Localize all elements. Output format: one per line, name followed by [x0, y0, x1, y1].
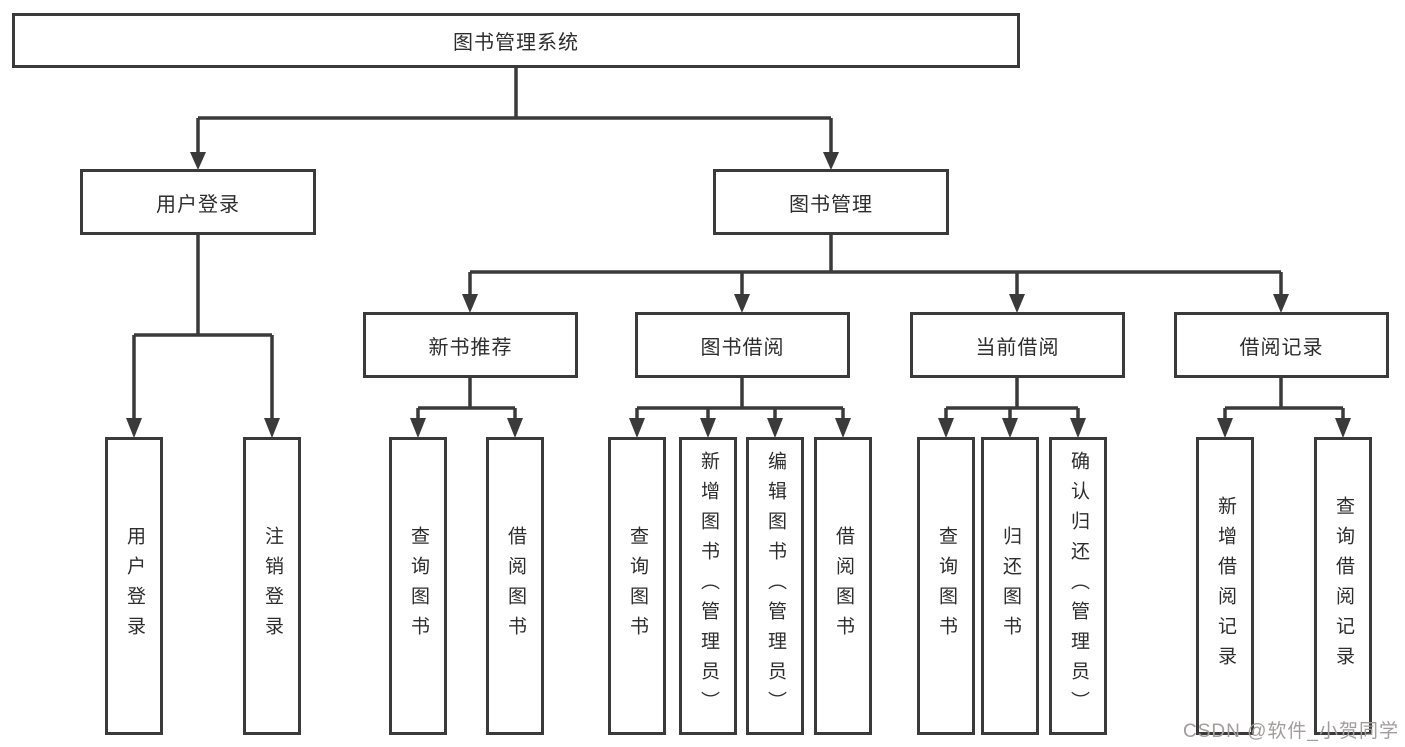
connector-borrow-records-children — [1217, 378, 1351, 438]
node-leaf-edit-books-admin-label: 编辑图书（管理员） — [764, 451, 786, 721]
node-user-login: 用户登录 — [80, 169, 316, 235]
node-leaf-query-books-borrow: 查询图书 — [608, 437, 666, 735]
connector-book-borrow-children — [629, 378, 851, 438]
node-leaf-logout: 注销登录 — [243, 437, 301, 735]
node-borrow-records-label: 借阅记录 — [1239, 336, 1324, 359]
node-user-login-label: 用户登录 — [156, 193, 240, 216]
node-current-borrow: 当前借阅 — [910, 312, 1125, 378]
connector-root-to-level2 — [190, 68, 839, 170]
connector-user-login-children — [126, 235, 280, 438]
node-leaf-add-books-admin: 新增图书（管理员） — [679, 437, 737, 735]
connector-current-borrow-children — [938, 378, 1086, 438]
node-leaf-return-books: 归还图书 — [981, 437, 1039, 735]
node-leaf-logout-label: 注销登录 — [261, 526, 283, 646]
node-leaf-user-login: 用户登录 — [105, 437, 163, 735]
connector-new-book-children — [410, 378, 523, 438]
node-leaf-query-books-recommend-label: 查询图书 — [407, 526, 429, 646]
node-leaf-query-books-current: 查询图书 — [917, 437, 975, 735]
node-new-book-recommend-label: 新书推荐 — [428, 336, 513, 359]
node-leaf-query-books-borrow-label: 查询图书 — [626, 526, 648, 646]
node-borrow-records: 借阅记录 — [1174, 312, 1389, 378]
node-book-management-label: 图书管理 — [789, 193, 873, 216]
node-leaf-borrow-books-recommend-label: 借阅图书 — [504, 526, 526, 646]
node-leaf-query-books-recommend: 查询图书 — [389, 437, 447, 735]
node-library-system-label: 图书管理系统 — [453, 32, 579, 54]
node-leaf-query-books-current-label: 查询图书 — [935, 526, 957, 646]
node-leaf-add-books-admin-label: 新增图书（管理员） — [697, 451, 719, 721]
node-leaf-user-login-label: 用户登录 — [123, 526, 145, 646]
node-leaf-confirm-return-admin: 确认归还（管理员） — [1049, 437, 1107, 735]
connector-book-management-children — [462, 235, 1289, 313]
node-leaf-return-books-label: 归还图书 — [999, 526, 1021, 646]
node-leaf-borrow-books-recommend: 借阅图书 — [486, 437, 544, 735]
node-leaf-add-borrow-record-label: 新增借阅记录 — [1214, 496, 1236, 676]
node-new-book-recommend: 新书推荐 — [363, 312, 578, 378]
node-leaf-confirm-return-admin-label: 确认归还（管理员） — [1067, 451, 1089, 721]
node-leaf-borrow-books: 借阅图书 — [814, 437, 872, 735]
node-book-management: 图书管理 — [713, 169, 949, 235]
node-library-system: 图书管理系统 — [12, 13, 1020, 68]
node-book-borrow: 图书借阅 — [635, 312, 850, 378]
node-book-borrow-label: 图书借阅 — [700, 336, 785, 359]
node-current-borrow-label: 当前借阅 — [975, 336, 1060, 359]
node-leaf-query-borrow-record-label: 查询借阅记录 — [1332, 496, 1354, 676]
node-leaf-add-borrow-record: 新增借阅记录 — [1196, 437, 1254, 735]
node-leaf-query-borrow-record: 查询借阅记录 — [1314, 437, 1372, 735]
node-leaf-edit-books-admin: 编辑图书（管理员） — [746, 437, 804, 735]
csdn-watermark: CSDN @软件_小贺同学 — [1183, 721, 1399, 742]
node-leaf-borrow-books-label: 借阅图书 — [832, 526, 854, 646]
